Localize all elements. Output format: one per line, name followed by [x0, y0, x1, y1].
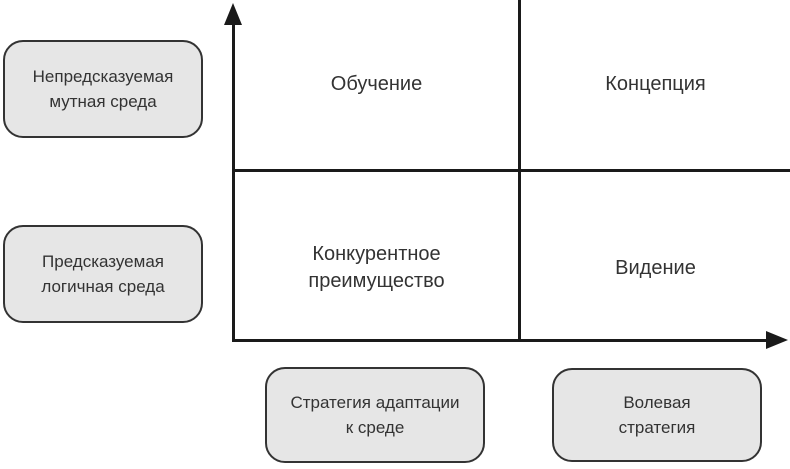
quadrant-label-text: Концепция — [605, 73, 706, 95]
box-label-text: Предсказуемая — [42, 252, 164, 271]
quadrant-label-text: Конкурентное — [312, 243, 441, 265]
box-label-text: логичная среда — [41, 277, 165, 296]
box-label-text: к среде — [345, 418, 405, 437]
box-label-text: Волевая — [623, 393, 691, 412]
box-label-text: стратегия — [618, 418, 696, 437]
horizontal-axis-line — [233, 339, 770, 342]
y-axis-label-top-box: Непредсказуемая мутная среда — [3, 40, 203, 138]
quadrant-bottom-left-label: Конкурентное преимущество — [235, 172, 518, 339]
quadrant-label-text: преимущество — [308, 270, 445, 292]
quadrant-bottom-right-label: Видение — [521, 172, 790, 339]
quadrant-top-left-label: Обучение — [235, 0, 518, 169]
box-label-text: Стратегия адаптации — [290, 393, 460, 412]
x-axis-label-right-box: Волевая стратегия — [552, 368, 762, 462]
box-label-text: Непредсказуемая — [32, 67, 174, 86]
horizontal-divider-line — [233, 169, 790, 172]
quadrant-top-right-label: Концепция — [521, 0, 790, 169]
x-axis-label-left-box: Стратегия адаптации к среде — [265, 367, 485, 463]
quadrant-label-text: Обучение — [330, 73, 423, 95]
y-axis-label-bottom-box: Предсказуемая логичная среда — [3, 225, 203, 323]
up-arrow-icon — [224, 3, 242, 25]
quadrant-label-text: Видение — [615, 256, 696, 279]
box-label-text: мутная среда — [49, 92, 157, 111]
right-arrow-icon — [766, 331, 788, 349]
vertical-axis-line — [232, 18, 235, 342]
